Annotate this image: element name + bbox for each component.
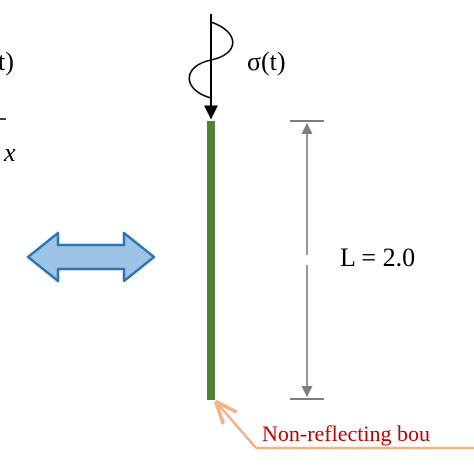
boundary-callout-arrow	[217, 403, 257, 449]
sine-wave-icon	[188, 21, 234, 99]
x-axis-label-left-partial: x	[3, 138, 16, 167]
length-label: L = 2.0	[340, 243, 415, 272]
double-headed-arrow-icon	[26, 231, 156, 283]
bar-rod	[207, 121, 215, 400]
sigma-label-left-partial: t)	[0, 47, 14, 76]
sigma-t-label: σ(t)	[247, 47, 286, 76]
boundary-label: Non-reflecting bou	[262, 421, 430, 446]
